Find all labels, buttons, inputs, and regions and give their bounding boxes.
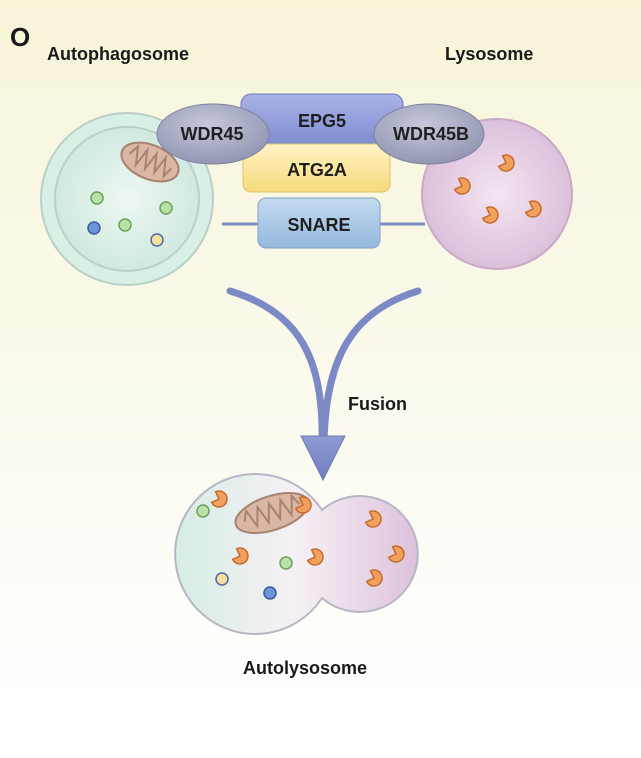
- autophagosome: [40, 112, 214, 286]
- epg5-label: EPG5: [298, 111, 346, 131]
- mitochondrion-icon: [120, 141, 180, 183]
- lysosome-label: Lysosome: [445, 44, 534, 64]
- wdr45b-label: WDR45B: [393, 124, 469, 144]
- epg5-protein: EPG5: [240, 93, 404, 147]
- fusion-arrow: [226, 287, 422, 482]
- lysosomal-enzyme-icon: [387, 545, 405, 563]
- wdr45b-protein: WDR45B: [373, 103, 485, 165]
- lysosomal-enzyme-icon: [231, 547, 249, 565]
- lysosomal-enzyme-icon: [524, 200, 542, 218]
- lysosomal-enzyme-icon: [497, 154, 515, 172]
- autolysosome: [174, 473, 419, 635]
- autophagosome-label: Autophagosome: [47, 44, 189, 64]
- cargo-green-icon: [279, 556, 293, 570]
- lysosomal-enzyme-icon: [453, 177, 471, 195]
- lysosomal-enzyme-icon: [481, 206, 499, 224]
- snare-label: SNARE: [287, 215, 350, 235]
- atg2a-label: ATG2A: [287, 160, 347, 180]
- cargo-green-icon: [90, 191, 104, 205]
- atg2a-protein: ATG2A: [242, 143, 391, 193]
- cargo-green-icon: [118, 218, 132, 232]
- cargo-blue-icon: [263, 586, 277, 600]
- lysosomal-enzyme-icon: [364, 510, 382, 528]
- lysosomal-enzyme-icon: [306, 548, 324, 566]
- fusion-label: Fusion: [348, 394, 407, 414]
- cargo-yellow-icon: [150, 233, 164, 247]
- lysosomal-enzyme-icon: [294, 496, 312, 514]
- panel-letter: O: [10, 22, 31, 52]
- cargo-green-icon: [159, 201, 173, 215]
- wdr45-label: WDR45: [180, 124, 243, 144]
- cargo-green-icon: [196, 504, 210, 518]
- lysosomal-enzyme-icon: [365, 569, 383, 587]
- lysosomal-enzyme-icon: [210, 490, 228, 508]
- wdr45-protein: WDR45: [156, 103, 270, 165]
- cargo-blue-icon: [87, 221, 101, 235]
- mitochondrion-icon: [234, 492, 310, 534]
- autolysosome-label: Autolysosome: [243, 658, 368, 678]
- snare-protein: SNARE: [257, 197, 381, 249]
- cargo-yellow-icon: [215, 572, 229, 586]
